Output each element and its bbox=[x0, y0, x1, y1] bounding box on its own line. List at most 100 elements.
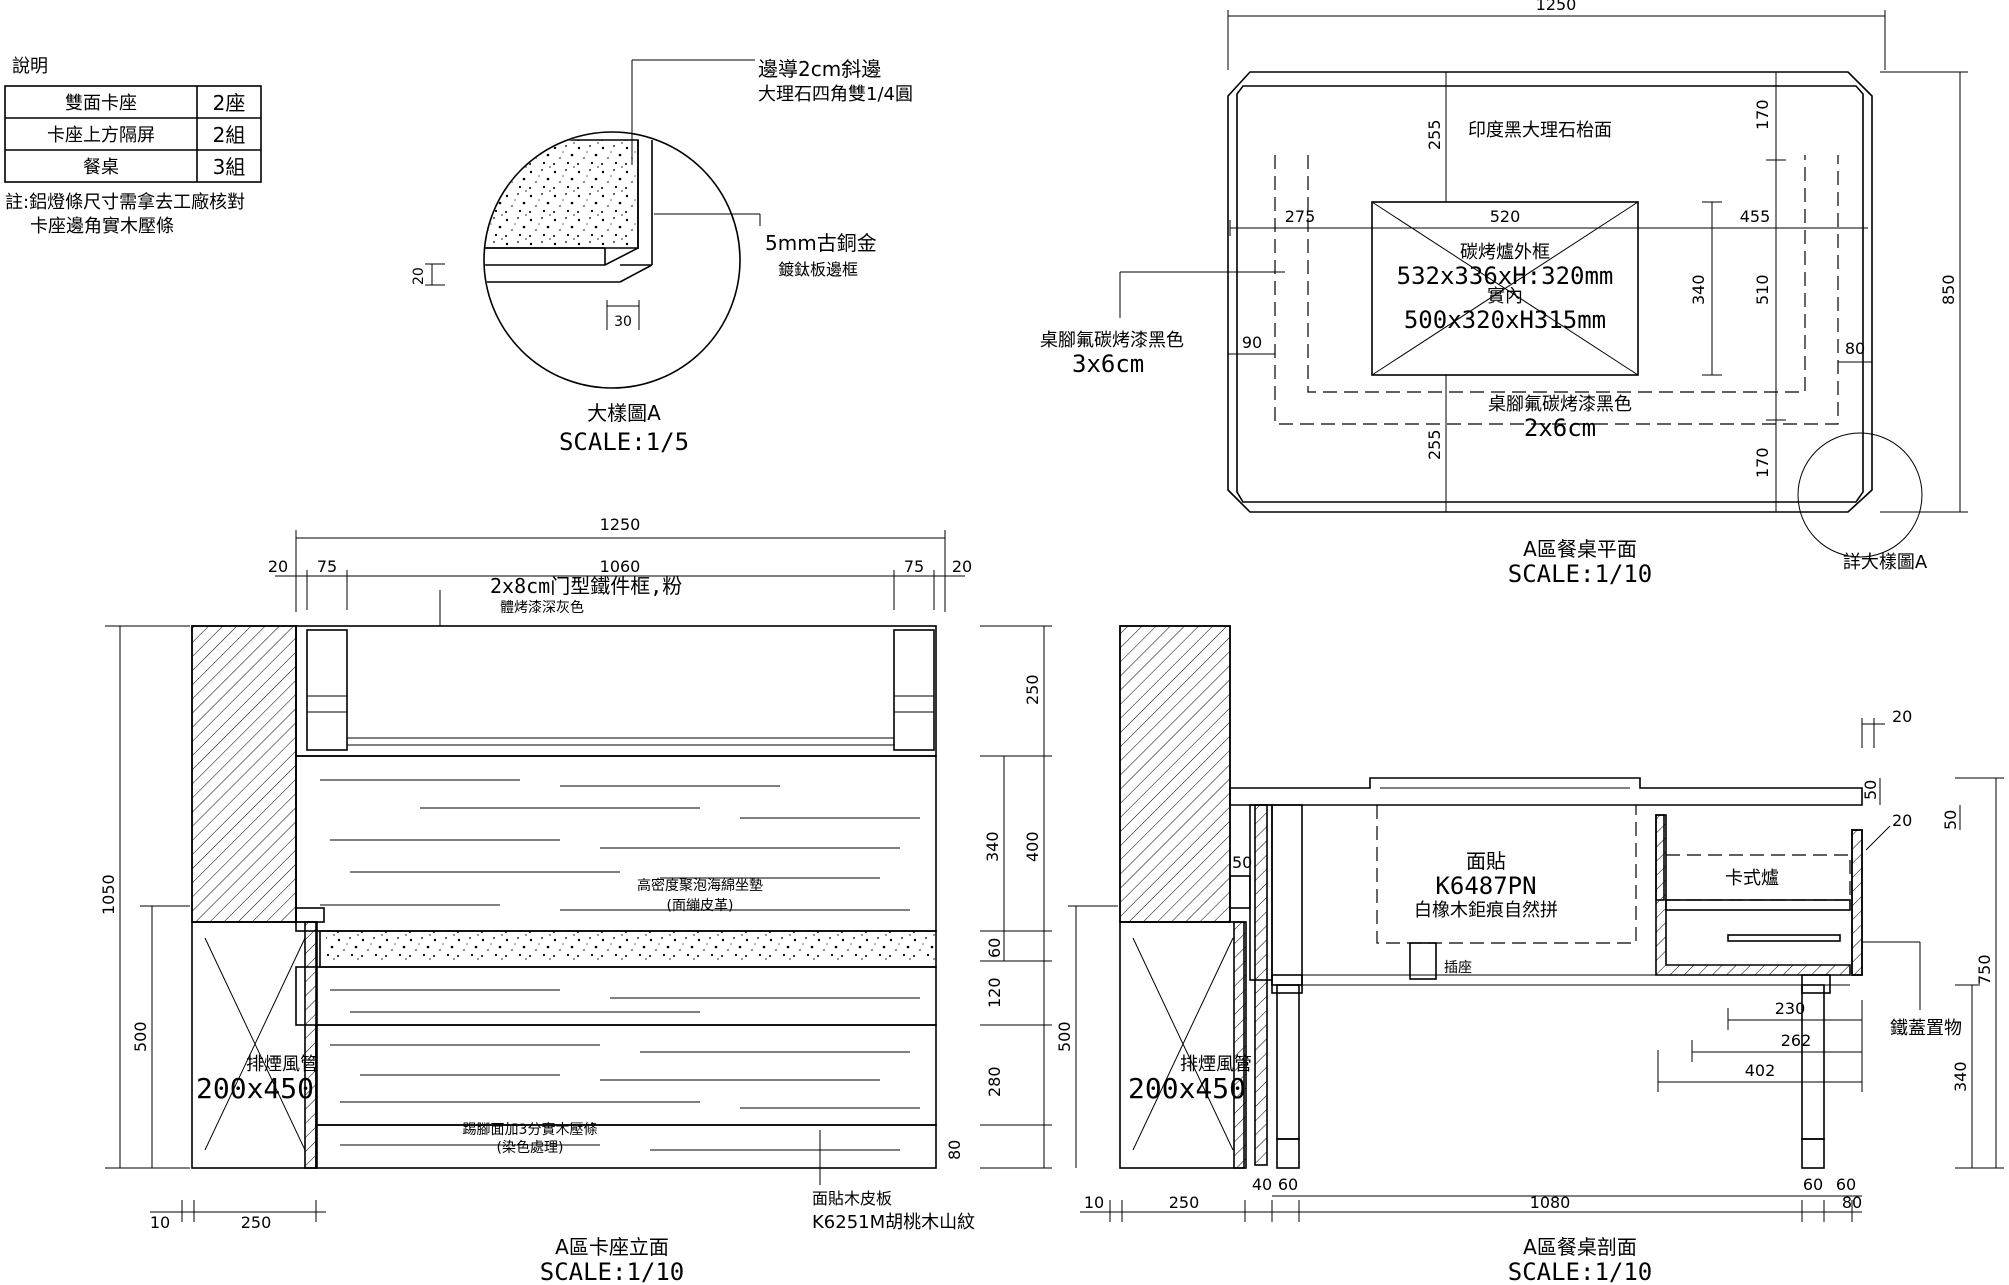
detail-a-edge-label-2: 大理石四角雙1/4圓 bbox=[758, 84, 913, 105]
legend-note-line2: 卡座邊角實木壓條 bbox=[30, 216, 174, 237]
section-dim-500: 500 bbox=[1055, 1021, 1074, 1052]
elev-cushion-label-2: (面繃皮革) bbox=[667, 898, 734, 914]
elev-scale: SCALE:1/10 bbox=[540, 1258, 685, 1285]
elev-dim-250: 250 bbox=[1023, 674, 1042, 705]
elev-dim-60: 60 bbox=[985, 938, 1004, 958]
elev-duct-label-2: 200x450 bbox=[196, 1072, 314, 1105]
plan-dim-520: 520 bbox=[1490, 207, 1521, 226]
elev-dim-20-right: 20 bbox=[952, 557, 972, 576]
legend: 說明 雙面卡座 2座 卡座上方隔屏 2組 餐桌 3組 註:鋁燈條尺寸需拿去工廠核… bbox=[4, 56, 262, 237]
plan-label-grill-outer: 碳烤爐外框 bbox=[1460, 242, 1550, 263]
plan-dim-1250: 1250 bbox=[1536, 0, 1577, 14]
plan-dim-340: 340 bbox=[1689, 274, 1708, 305]
elev-dim-10: 10 bbox=[150, 1213, 170, 1232]
section-duct-label-1: 排煙風管 bbox=[1180, 1054, 1252, 1075]
section-dim-340: 340 bbox=[1951, 1061, 1970, 1092]
section-dim-1080: 1080 bbox=[1530, 1193, 1571, 1212]
legend-row-1-item: 雙面卡座 bbox=[65, 93, 137, 114]
legend-row-3-item: 餐桌 bbox=[83, 157, 119, 178]
elev-dim-500: 500 bbox=[131, 1021, 150, 1052]
section-scale: SCALE:1/10 bbox=[1508, 1258, 1653, 1285]
plan-scale: SCALE:1/10 bbox=[1508, 560, 1653, 588]
plan-dim-90: 90 bbox=[1242, 333, 1262, 352]
elev-frame-label-1: 2x8cm门型鐵件框,粉 bbox=[490, 574, 682, 598]
legend-row-1-qty: 2座 bbox=[213, 91, 246, 115]
legend-row-2-qty: 2組 bbox=[213, 123, 246, 147]
elev-duct-label-1: 排煙風管 bbox=[246, 1054, 318, 1075]
section-dim-50-left: 50 bbox=[1232, 853, 1252, 872]
plan-dim-255-top: 255 bbox=[1425, 119, 1444, 150]
section-dim-402: 402 bbox=[1745, 1061, 1776, 1080]
detail-a-dim-20: 20 bbox=[411, 267, 427, 285]
section-dim-40: 40 bbox=[1252, 1175, 1272, 1194]
plan-dim-850: 850 bbox=[1939, 274, 1958, 305]
plan-label-leg-right-2: 2x6cm bbox=[1524, 414, 1596, 442]
detail-a-scale: SCALE:1/5 bbox=[559, 428, 689, 456]
section-dim-230: 230 bbox=[1775, 999, 1806, 1018]
elev-dim-1050: 1050 bbox=[99, 874, 118, 915]
section-view: 插座 面貼 K6487PN 白橡木鉅痕自然拼 卡式爐 鐵蓋置物 排煙風管 200… bbox=[1055, 625, 2004, 1285]
legend-row-3-qty: 3組 bbox=[213, 155, 246, 179]
elev-dim-250-bottom: 250 bbox=[241, 1213, 272, 1232]
plan-view: 1250 275 520 455 255 255 170 510 170 340… bbox=[1040, 0, 1968, 588]
section-duct-label-2: 200x450 bbox=[1128, 1072, 1246, 1105]
plan-title: A區餐桌平面 bbox=[1523, 537, 1637, 561]
elev-veneer-label-2: K6251M胡桃木山紋 bbox=[812, 1212, 975, 1233]
detail-a-title: 大樣圖A bbox=[587, 401, 661, 425]
elev-title: A區卡座立面 bbox=[555, 1235, 669, 1259]
section-stove-label: 卡式爐 bbox=[1725, 868, 1779, 889]
elev-wood-grain bbox=[320, 779, 920, 1151]
elev-base-label-2: (染色處理) bbox=[497, 1139, 564, 1156]
section-dim-20-side: 20 bbox=[1892, 811, 1912, 830]
legend-title: 說明 bbox=[12, 56, 48, 77]
plan-label-top: 印度黑大理石枱面 bbox=[1468, 120, 1612, 141]
plan-label-grill-inner: 實內 bbox=[1487, 286, 1523, 307]
section-dim-50-top: 50 bbox=[1861, 780, 1880, 800]
elevation-view: 1250 20 75 1060 75 20 bbox=[99, 515, 1052, 1285]
elev-dim-400: 400 bbox=[1023, 831, 1042, 862]
detail-a-frame-label-1: 5mm古銅金 bbox=[765, 231, 877, 255]
plan-dim-170-bottom: 170 bbox=[1753, 447, 1772, 478]
elev-dim-75-right: 75 bbox=[904, 557, 924, 576]
elev-dim-1250: 1250 bbox=[600, 515, 641, 534]
section-dim-60-left: 60 bbox=[1278, 1175, 1298, 1194]
elev-dim-75-left: 75 bbox=[317, 557, 337, 576]
elev-dim-280: 280 bbox=[985, 1066, 1004, 1097]
plan-label-leg-left-2: 3x6cm bbox=[1072, 350, 1144, 378]
section-dim-60-r1: 60 bbox=[1803, 1175, 1823, 1194]
legend-note-line1: 註:鋁燈條尺寸需拿去工廠核對 bbox=[5, 191, 245, 213]
detail-a-frame-label-2: 鍍鈦板邊框 bbox=[778, 260, 858, 279]
detail-a-dim-30: 30 bbox=[614, 314, 632, 330]
detail-a: 邊導2cm斜邊 大理石四角雙1/4圓 5mm古銅金 鍍鈦板邊框 20 30 大樣… bbox=[411, 57, 913, 456]
section-face-label-1: 面貼 bbox=[1466, 849, 1506, 873]
plan-detail-ref: 詳大樣圖A bbox=[1843, 552, 1928, 573]
section-dim-262: 262 bbox=[1781, 1031, 1812, 1050]
section-lid-label: 鐵蓋置物 bbox=[1890, 1018, 1962, 1039]
section-dim-60-r2: 60 bbox=[1836, 1175, 1856, 1194]
elev-dim-340: 340 bbox=[983, 831, 1002, 862]
elev-dim-80: 80 bbox=[945, 1140, 964, 1160]
legend-row-2-item: 卡座上方隔屏 bbox=[47, 125, 155, 146]
section-dim-750: 750 bbox=[1975, 954, 1994, 985]
section-face-label-3: 白橡木鉅痕自然拼 bbox=[1414, 900, 1558, 921]
plan-dim-170-top: 170 bbox=[1753, 99, 1772, 130]
section-face-label-2: K6487PN bbox=[1435, 872, 1536, 900]
section-dim-10: 10 bbox=[1084, 1193, 1104, 1212]
elev-cushion-label-1: 高密度聚泡海綿坐墊 bbox=[637, 877, 763, 894]
section-dim-50-side: 50 bbox=[1941, 810, 1960, 830]
elev-dim-1060: 1060 bbox=[600, 557, 641, 576]
elev-hatched-wall bbox=[191, 625, 297, 923]
plan-label-grill-outer-size: 532x336xH:320mm bbox=[1397, 262, 1614, 290]
section-dim-250: 250 bbox=[1169, 1193, 1200, 1212]
elev-seat bbox=[326, 931, 936, 961]
section-socket-label: 插座 bbox=[1444, 960, 1472, 976]
plan-dim-510: 510 bbox=[1753, 274, 1772, 305]
elev-veneer-label-1: 面貼木皮板 bbox=[812, 1189, 892, 1208]
plan-dim-455: 455 bbox=[1740, 207, 1771, 226]
elev-frame-label-2: 體烤漆深灰色 bbox=[500, 599, 584, 616]
elev-dim-20-left: 20 bbox=[268, 557, 288, 576]
detail-a-edge-label-1: 邊導2cm斜邊 bbox=[758, 57, 881, 81]
plan-label-leg-left-1: 桌腳氟碳烤漆黑色 bbox=[1040, 330, 1184, 351]
marble-slab bbox=[485, 139, 639, 249]
